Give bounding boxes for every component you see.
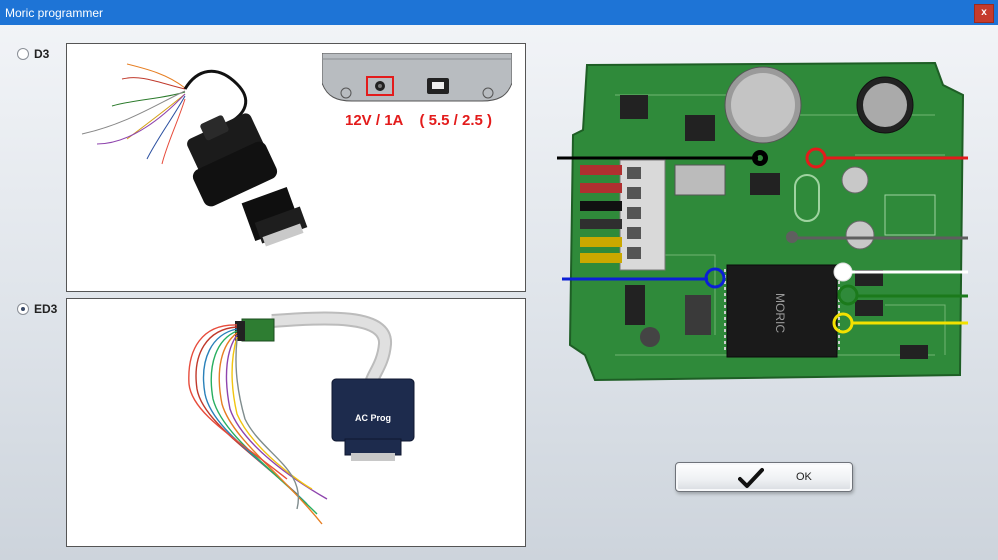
ok-button-label: OK: [796, 471, 812, 483]
pin-marker-white: [833, 262, 853, 282]
d3-image-panel: [66, 43, 526, 292]
checkmark-icon: [738, 468, 764, 488]
title-bar: Moric programmer x: [0, 0, 998, 25]
ed3-cable-illustration: AC Prog: [188, 311, 415, 525]
radio-d3[interactable]: [17, 48, 29, 60]
svg-text:MORIC: MORIC: [773, 293, 787, 333]
pin-marker-gray: [786, 231, 798, 243]
close-button[interactable]: x: [974, 4, 994, 23]
window-title: Moric programmer: [5, 6, 104, 20]
d3-cable-illustration: [81, 63, 308, 247]
option-label-d3: D3: [34, 47, 50, 61]
ac-prog-label: AC Prog: [355, 413, 391, 423]
power-spec-label: 12V / 1A ( 5.5 / 2.5 ): [345, 112, 493, 129]
option-label-ed3: ED3: [34, 302, 58, 316]
pin-marker-red: [805, 147, 827, 169]
device-end-illustration: [322, 53, 512, 102]
ok-button[interactable]: OK: [675, 462, 853, 492]
radio-ed3[interactable]: [17, 303, 29, 315]
pcb-diagram: MORIC: [568, 61, 965, 382]
ed3-image-panel: AC Prog: [66, 298, 526, 547]
